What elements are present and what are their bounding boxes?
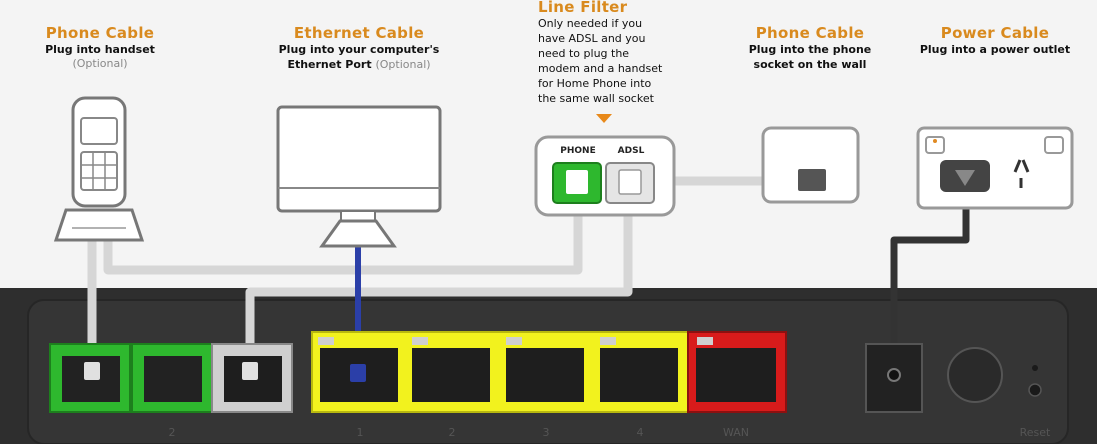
reset-button <box>1028 383 1042 397</box>
modem-label-reset: Reset <box>1020 426 1051 439</box>
phone-handset-title: Phone Cable <box>45 24 155 42</box>
phone-handset-label: Phone Cable Plug into handset (Optional) <box>20 24 180 70</box>
modem-label-lan4: 4 <box>637 426 644 439</box>
line-filter-note: Only needed if you have ADSL and you nee… <box>538 16 688 106</box>
power-outlet <box>916 126 1074 210</box>
phone-wall-sub1: Plug into the phone <box>748 43 872 56</box>
line-filter-note-line: need to plug the <box>538 47 630 60</box>
line-filter-note-line: have ADSL and you <box>538 32 646 45</box>
line-filter-note-line: Only needed if you <box>538 17 643 30</box>
phone-wall-sub2: socket on the wall <box>753 58 867 71</box>
cables <box>87 175 970 382</box>
phone-handset-sub: Plug into handset <box>45 43 155 56</box>
modem-label-lan3: 3 <box>543 426 550 439</box>
modem-label-lan1: 1 <box>357 426 364 439</box>
power-title: Power Cable <box>940 24 1050 42</box>
line-filter-title: Line Filter <box>538 0 628 16</box>
line-filter-note-line: the same wall socket <box>538 92 654 105</box>
power-cable <box>890 188 970 382</box>
line-filter-note-line: for Home Phone into <box>538 77 652 90</box>
phone-wall-label: Phone Cable Plug into the phone socket o… <box>730 24 890 72</box>
modem-label-wan: WAN <box>723 426 749 439</box>
line-filter-note-line: modem and a handset <box>538 62 663 75</box>
line-filter: PHONE ADSL <box>534 114 676 217</box>
filter-phone-label: PHONE <box>560 146 595 156</box>
handset-illustration <box>53 96 145 242</box>
ethernet-optional: (Optional) <box>375 58 431 71</box>
computer-illustration <box>276 105 442 248</box>
phone-handset-optional: (Optional) <box>72 57 128 70</box>
power-sub: Plug into a power outlet <box>919 43 1071 56</box>
power-button <box>947 347 1003 403</box>
modem-ports: 2 1 2 3 4 WAN Reset <box>49 331 1051 439</box>
ethernet-sub1: Plug into your computer's <box>278 43 440 56</box>
phone-wall-title: Phone Cable <box>755 24 865 42</box>
line-filter-title-block: Line Filter <box>538 0 648 16</box>
ethernet-sub2: Ethernet Port <box>287 58 372 71</box>
modem-label-lan2: 2 <box>449 426 456 439</box>
filter-adsl-label: ADSL <box>618 146 645 156</box>
wall-phone-socket <box>761 126 860 204</box>
power-label: Power Cable Plug into a power outlet <box>910 24 1080 57</box>
ethernet-title: Ethernet Cable <box>293 24 425 42</box>
filter-adsl-cable <box>245 175 633 381</box>
filter-phone-cable <box>103 175 583 275</box>
modem-label-phone2: 2 <box>169 426 176 439</box>
ethernet-label: Ethernet Cable Plug into your computer's… <box>254 24 464 72</box>
